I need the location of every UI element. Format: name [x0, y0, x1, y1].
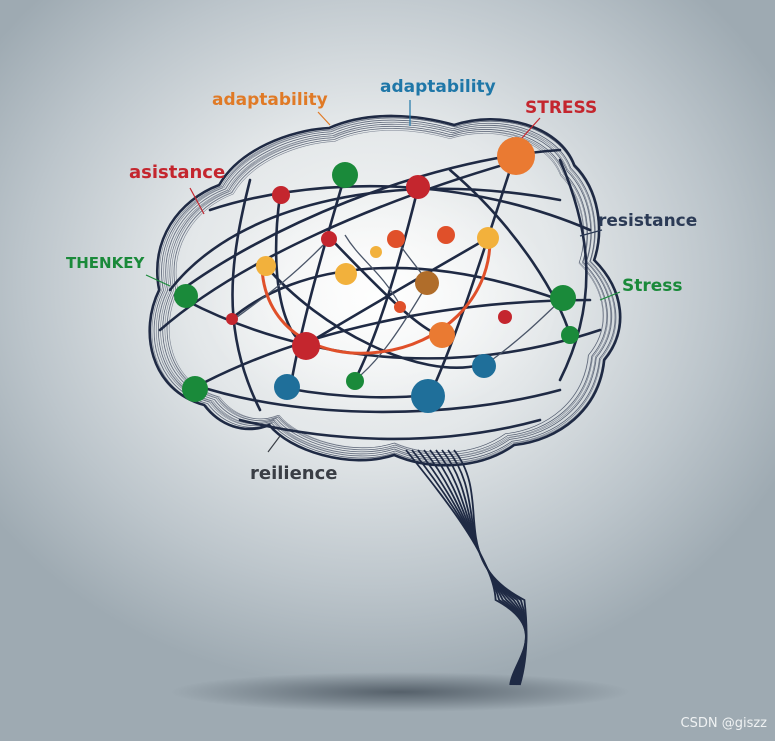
node-blue-large: [411, 379, 445, 413]
label-asistance: asistance: [129, 164, 225, 182]
label-stress: Stress: [622, 278, 683, 295]
node-orange: [437, 226, 455, 244]
node-green: [550, 285, 576, 311]
node-green: [174, 284, 198, 308]
pointer-reilience: [268, 436, 280, 452]
stem-strand: [412, 450, 526, 685]
node-yellow: [370, 246, 382, 258]
node-blue: [472, 354, 496, 378]
label-adaptability-left: adaptability: [212, 92, 328, 109]
label-resistance: resistance: [598, 213, 697, 230]
label-adaptability-top: adaptability: [380, 79, 496, 96]
node-green: [332, 162, 358, 188]
node-yellow: [477, 227, 499, 249]
node-yellow: [335, 263, 357, 285]
watermark: CSDN @giszz: [681, 716, 767, 731]
label-reilience: reilience: [250, 465, 338, 483]
ground-shadow: [170, 672, 630, 712]
stem-strand: [436, 450, 526, 685]
node-red: [321, 231, 337, 247]
node-red: [272, 186, 290, 204]
stem-strand: [430, 450, 526, 685]
node-red: [394, 301, 406, 313]
node-red: [498, 310, 512, 324]
node-green: [561, 326, 579, 344]
node-orange: [429, 322, 455, 348]
node-orange: [387, 230, 405, 248]
node-brown: [415, 271, 439, 295]
label-stress-caps: STRESS: [525, 100, 597, 117]
node-green: [182, 376, 208, 402]
node-green: [346, 372, 364, 390]
node-red-large: [292, 332, 320, 360]
node-red: [406, 175, 430, 199]
node-yellow: [256, 256, 276, 276]
brain-stem: [406, 450, 526, 685]
node-blue: [274, 374, 300, 400]
pointer-adaptability-left: [318, 112, 330, 125]
node-red: [226, 313, 238, 325]
stem-strand: [442, 450, 526, 685]
node-orange-large: [497, 137, 535, 175]
label-thenkey: THENKEY: [66, 256, 144, 271]
